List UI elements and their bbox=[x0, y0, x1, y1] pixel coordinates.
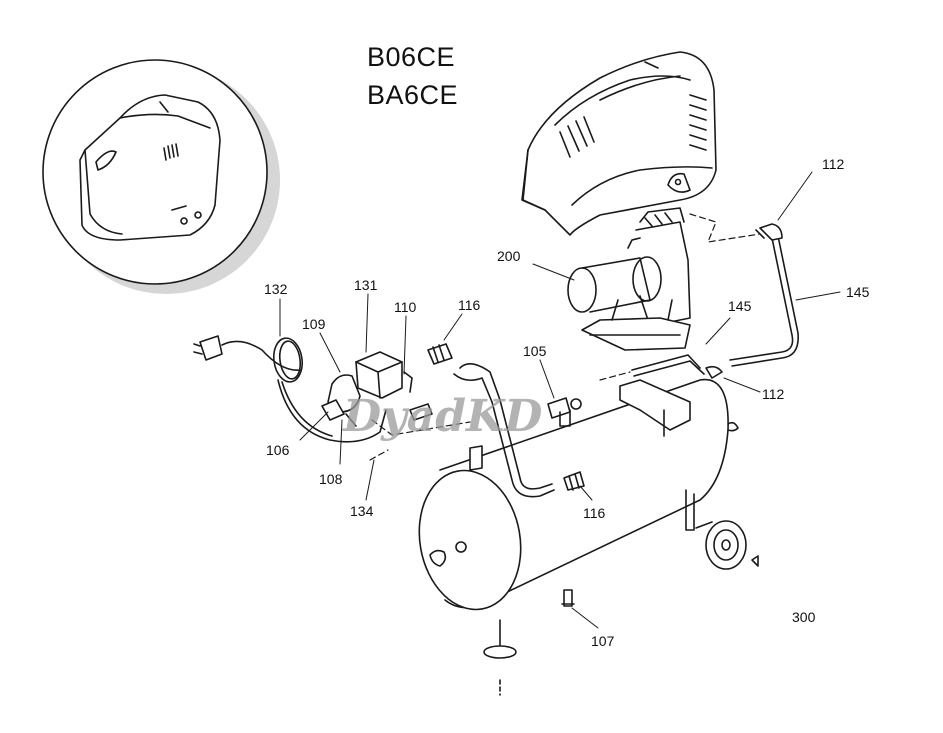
callout-132: 132 bbox=[264, 281, 288, 297]
callout-leaders bbox=[279, 171, 841, 629]
motor-pump-assembly bbox=[567, 207, 691, 351]
callout-112-top: 112 bbox=[822, 156, 845, 172]
callout-116-top: 116 bbox=[458, 297, 481, 313]
compressor-cover bbox=[521, 51, 717, 236]
callout-109: 109 bbox=[302, 316, 326, 332]
callout-105: 105 bbox=[523, 343, 547, 359]
callout-labels: 112 145 200 145 112 132 131 110 116 109 … bbox=[264, 156, 870, 649]
inset-detail-circle bbox=[42, 59, 280, 294]
wheel-300 bbox=[705, 520, 759, 570]
tank-foot bbox=[483, 619, 517, 696]
air-tank bbox=[418, 378, 739, 611]
callout-131: 131 bbox=[354, 277, 378, 293]
callout-107: 107 bbox=[591, 633, 615, 649]
callout-145-lower: 145 bbox=[728, 298, 752, 314]
pressure-switch-131 bbox=[355, 351, 413, 399]
power-cord-132 bbox=[193, 335, 387, 443]
callout-116-bottom: 116 bbox=[583, 505, 606, 521]
callout-106: 106 bbox=[266, 442, 290, 458]
intake-tube-116 bbox=[427, 343, 585, 498]
callout-200: 200 bbox=[497, 248, 521, 264]
model-title-line2: BA6CE bbox=[367, 80, 459, 110]
drain-plug-107 bbox=[561, 589, 575, 607]
callout-112-lower: 112 bbox=[762, 386, 785, 402]
watermark-text: DyadKD bbox=[341, 391, 542, 442]
callout-108: 108 bbox=[319, 471, 343, 487]
check-valve-105 bbox=[547, 397, 582, 427]
pressure-switch-valve-109-106 bbox=[321, 374, 433, 427]
callout-110: 110 bbox=[394, 299, 417, 315]
callout-145-right: 145 bbox=[846, 284, 870, 300]
inset-cover-drawing bbox=[79, 94, 221, 241]
discharge-hose-145 bbox=[729, 223, 799, 367]
callout-134: 134 bbox=[350, 503, 374, 519]
callout-300: 300 bbox=[792, 609, 816, 625]
hose-145-lower bbox=[631, 354, 723, 379]
model-title-line1: B06CE bbox=[367, 42, 456, 72]
assembly-guide-lines bbox=[369, 213, 761, 461]
